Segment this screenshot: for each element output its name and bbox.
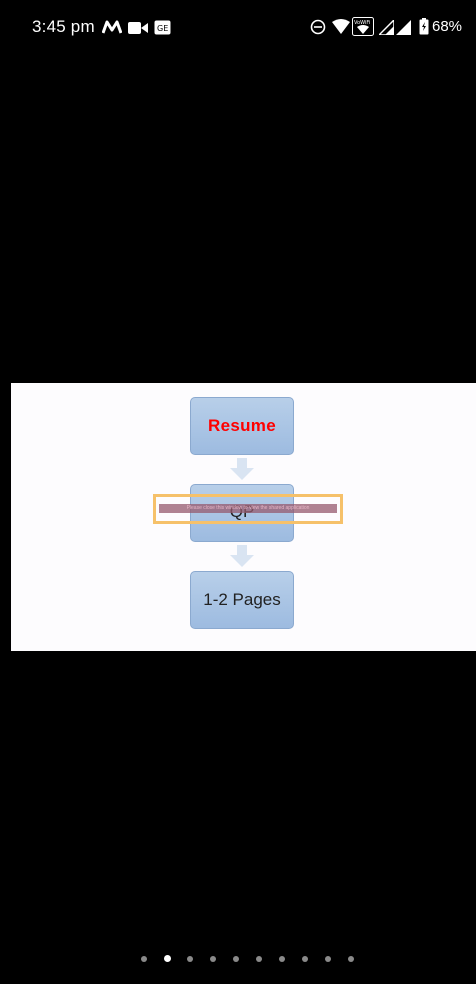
page-dot[interactable] bbox=[302, 956, 308, 962]
page-dot[interactable] bbox=[233, 956, 239, 962]
signal-icon bbox=[379, 20, 394, 35]
status-bar: 3:45 pm GE VoWiFi 68% bbox=[0, 0, 476, 58]
notice-frame bbox=[153, 494, 343, 524]
flow-box-resume: Resume bbox=[190, 397, 294, 455]
page-dot[interactable] bbox=[348, 956, 354, 962]
page-dot[interactable] bbox=[187, 956, 193, 962]
page-indicator[interactable] bbox=[0, 954, 476, 966]
flow-label-pages: 1-2 Pages bbox=[203, 590, 281, 609]
flow-box-pages: 1-2 Pages bbox=[190, 571, 294, 629]
signal-icon bbox=[396, 20, 411, 35]
page-dot[interactable] bbox=[325, 956, 331, 962]
battery-percentage: 68% bbox=[432, 18, 463, 35]
vowifi-icon: VoWiFi bbox=[352, 17, 374, 36]
page-dot[interactable] bbox=[141, 956, 147, 962]
down-arrow-icon bbox=[230, 545, 254, 567]
page-dot-active[interactable] bbox=[164, 955, 171, 962]
page-dot[interactable] bbox=[279, 956, 285, 962]
page-dot[interactable] bbox=[210, 956, 216, 962]
down-arrow-icon bbox=[230, 458, 254, 480]
shared-screen-view[interactable]: Resume QP Please close this window to vi… bbox=[11, 383, 476, 651]
video-icon bbox=[128, 22, 148, 34]
svg-text:VoWiFi: VoWiFi bbox=[354, 20, 370, 26]
dnd-icon bbox=[310, 19, 326, 35]
status-time: 3:45 pm bbox=[32, 17, 95, 36]
page-dot[interactable] bbox=[256, 956, 262, 962]
flow-label-resume: Resume bbox=[208, 416, 276, 435]
notice-text: Please close this window to view the sha… bbox=[159, 504, 337, 513]
battery-icon bbox=[419, 18, 429, 35]
wifi-icon bbox=[332, 19, 350, 34]
m-app-icon bbox=[102, 20, 122, 34]
svg-text:GE: GE bbox=[157, 24, 168, 33]
ge-icon: GE bbox=[154, 20, 171, 35]
